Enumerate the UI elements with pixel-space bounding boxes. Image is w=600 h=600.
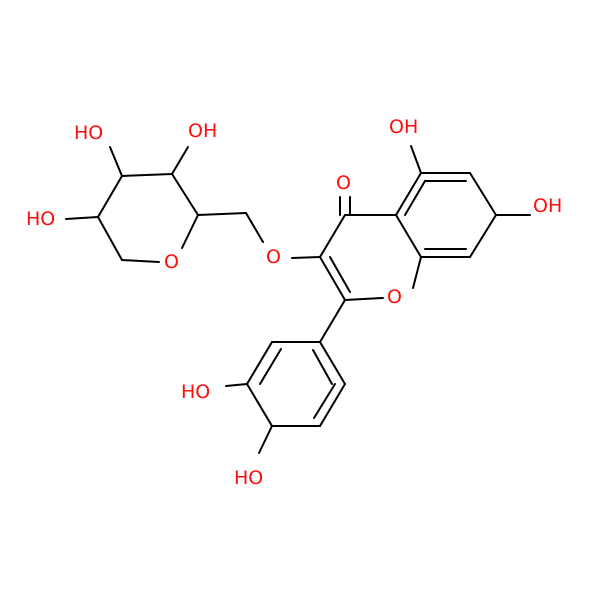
- bond: [319, 256, 346, 301]
- bond: [319, 214, 346, 258]
- bond: [329, 256, 351, 293]
- bond: [65, 216, 99, 220]
- hydroxyl-label: HO: [181, 381, 210, 403]
- bond: [225, 383, 248, 387]
- bond: [109, 146, 123, 177]
- bond: [312, 349, 333, 385]
- bond: [171, 146, 189, 175]
- hydroxyl-label: OH: [533, 195, 562, 217]
- bond: [404, 180, 426, 216]
- atom-labels: HO OH HO O O O OH OH O HO HO: [26, 116, 562, 489]
- bond: [395, 172, 422, 216]
- bond: [319, 383, 346, 427]
- bond: [171, 173, 199, 216]
- bond: [258, 425, 273, 454]
- bond: [121, 259, 160, 263]
- bond: [395, 214, 422, 258]
- ring-oxygen-label: O: [164, 251, 179, 273]
- carbonyl-oxygen-label: O: [336, 172, 351, 194]
- hydroxyl-label: OH: [389, 116, 418, 138]
- bond: [97, 216, 123, 261]
- chromone-oxygen-label: O: [387, 286, 402, 308]
- bond: [291, 256, 321, 259]
- hydroxyl-label: OH: [188, 120, 217, 142]
- bond: [313, 383, 336, 419]
- bond: [469, 214, 497, 258]
- bond: [97, 175, 123, 218]
- bond: [344, 297, 384, 301]
- ether-oxygen-label: O: [266, 246, 281, 268]
- chromone-bonds: [291, 145, 531, 343]
- hydroxyl-label: HO: [234, 467, 263, 489]
- hydroxyl-label: HO: [74, 122, 103, 144]
- bond: [259, 348, 282, 385]
- bond: [246, 383, 273, 427]
- bond: [410, 145, 422, 174]
- bond: [319, 299, 346, 343]
- bond: [121, 173, 173, 177]
- hydroxyl-label: HO: [26, 208, 55, 230]
- bond: [181, 214, 199, 249]
- bond: [319, 341, 346, 385]
- b-ring-bonds: [225, 341, 346, 454]
- bond: [245, 212, 264, 243]
- bond: [197, 212, 247, 216]
- bond: [246, 341, 273, 385]
- sugar-ring-bonds: [65, 146, 264, 263]
- bond: [469, 172, 497, 216]
- bond: [412, 256, 422, 289]
